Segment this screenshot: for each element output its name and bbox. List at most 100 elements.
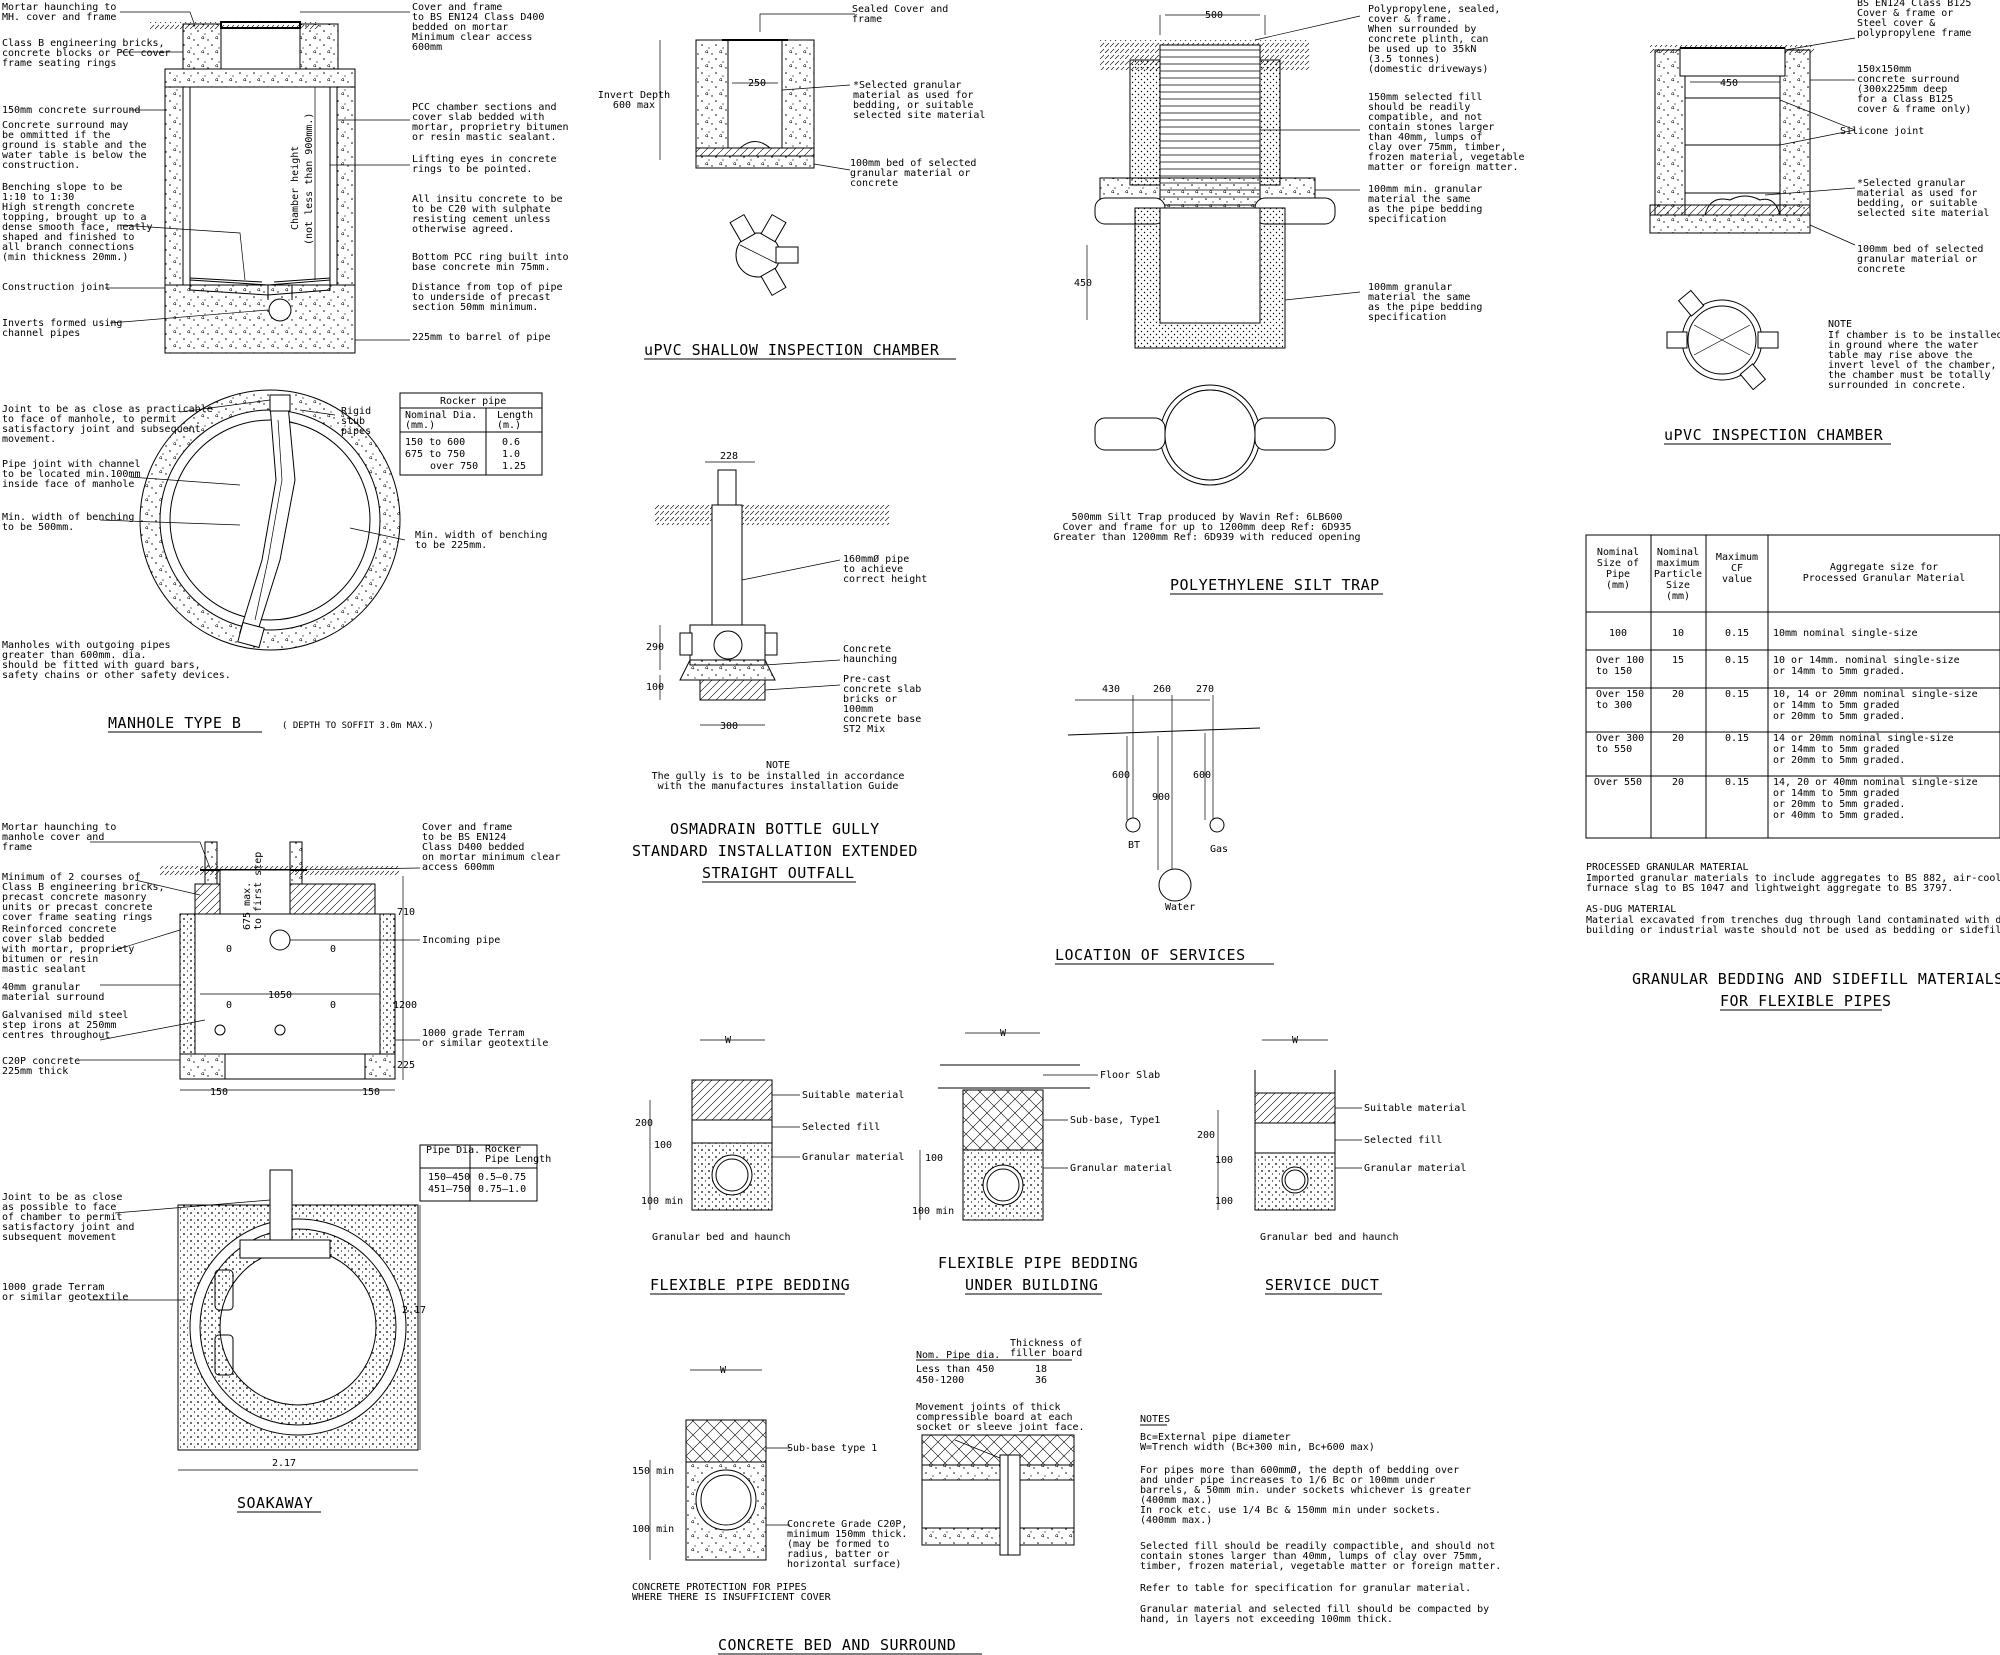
upvc-chamber-note-line: 100mm bed of selected — [1857, 244, 1983, 255]
filler-row-dia: 450-1200 — [916, 1375, 964, 1386]
title-silt-trap: POLYETHYLENE SILT TRAP — [1170, 576, 1380, 594]
chamber-left-note-line: Minimum of 2 courses of — [2, 872, 140, 883]
concbed-caption-line: WHERE THERE IS INSUFFICIENT COVER — [632, 1592, 832, 1603]
granular-cell-line: 14, 20 or 40mm nominal single-size — [1773, 777, 1978, 788]
granular-cell-line: 15 — [1672, 655, 1684, 666]
flexunder-label-line: Granular material — [1070, 1163, 1172, 1174]
silt-note-line: clay over 75mm, timber, — [1368, 142, 1506, 153]
granular-cell-line: to 550 — [1596, 744, 1632, 755]
concbed-caption-line: CONCRETE PROTECTION FOR PIPES — [632, 1582, 807, 1593]
rocker-row-dia-line: 675 to 750 — [405, 449, 465, 460]
upvc-chamber-note-line: for a Class B125 — [1857, 94, 1953, 105]
processed-body-line: Imported granular materials to include a… — [1586, 873, 2000, 884]
chamber-right-note-line: Class D400 bedded — [422, 842, 524, 853]
chamber-left-note-line: mastic sealant — [2, 964, 86, 975]
flex-dim-line: 100 — [654, 1140, 672, 1151]
manhole-left-note-line: (min thickness 20mm.) — [2, 252, 128, 263]
manhole-left-note-line: concrete blocks or PCC cover — [2, 48, 171, 59]
manhole-section: Chamber height (not less than 900mm.) — [105, 11, 410, 354]
services-dim-line: 260 — [1153, 684, 1171, 695]
granular-cell-line: 0.15 — [1725, 628, 1749, 639]
manhole-left-note-line: Class B engineering bricks, — [2, 38, 165, 49]
duct-dim: 200 — [1197, 1130, 1215, 1141]
chamber-right-note: Incoming pipe — [422, 935, 500, 946]
plan-note-line: to be 500mm. — [2, 522, 74, 533]
flexunder-label-line: Sub-base, Type1 — [1070, 1115, 1160, 1126]
title-manhole: MANHOLE TYPE B — [108, 714, 241, 732]
flexunder-label: Granular material — [1070, 1163, 1172, 1174]
asdug-body: Material excavated from trenches dug thr… — [1586, 915, 2000, 936]
rocker-header-length-line: Length — [497, 410, 533, 421]
gully-haunch-note-line: Concrete — [843, 644, 891, 655]
manhole-left-note-line: ground is stable and the — [2, 140, 147, 151]
duct-label: Granular material — [1364, 1163, 1466, 1174]
manhole-left-note-line: dense smooth face, neatly — [2, 222, 153, 233]
service-duct — [1217, 1039, 1362, 1211]
chamber-left-note-line: bitumen or resin — [2, 954, 98, 965]
chamber-left-note-line: with mortar, propriety — [2, 944, 134, 955]
rocker-row-dia-line: over 750 — [430, 461, 478, 472]
soakaway-note-line: 1000 grade Terram — [2, 1282, 104, 1293]
silt-refs-line: Greater than 1200mm Ref: 6D939 with redu… — [1053, 532, 1360, 543]
granular-cell: 0.15 — [1725, 777, 1749, 788]
concbed-w: W — [720, 1365, 727, 1376]
flexunder-label: Sub-base, Type1 — [1070, 1115, 1160, 1126]
soakaway-dim-h: 2.17 — [272, 1458, 296, 1469]
granular-cell: 15 — [1672, 655, 1684, 666]
chamber-dim: 710 — [397, 907, 415, 918]
filler-row-thk: 18 — [1035, 1364, 1047, 1375]
duct-dim: 100 — [1215, 1196, 1233, 1207]
granular-cell: 10mm nominal single-size — [1773, 628, 1918, 639]
filler-row-dia: Less than 450 — [916, 1364, 994, 1375]
title-granular-1: GRANULAR BEDDING AND SIDEFILL MATERIALS — [1632, 970, 2000, 988]
silt-note: Polypropylene, sealed,cover & frame.When… — [1368, 4, 1500, 75]
plan-note-line: greater than 600mm. dia. — [2, 650, 147, 661]
plan-note-line: Manholes with outgoing pipes — [2, 640, 171, 651]
manhole-right-note-line: base concrete min 75mm. — [412, 262, 550, 273]
filler-row-thk: 36 — [1035, 1375, 1047, 1386]
notes-para-line: contain stones larger than 40mm, lumps o… — [1140, 1551, 1483, 1562]
chamber-rocker-len: 0.75–1.0 — [478, 1184, 526, 1195]
chamber-left-note-line: Mortar haunching to — [2, 822, 116, 833]
chamber-dim: 225 — [397, 1060, 415, 1071]
granular-cell-line: to 300 — [1596, 700, 1632, 711]
filler-header-dia-line: Nom. Pipe dia. — [916, 1350, 1000, 1361]
upvc-chamber-note-line: polypropylene frame — [1857, 28, 1971, 39]
upvc-chamber-note-body-line: surrounded in concrete. — [1828, 380, 1966, 391]
plan-note-line: should be fitted with guard bars, — [2, 660, 201, 671]
upvc-chamber-note: Silicone joint — [1840, 126, 1924, 137]
notes-para-line: and under pipe increases to 1/6 Bc or 10… — [1140, 1475, 1435, 1486]
granular-cell-line: to 150 — [1596, 666, 1632, 677]
manhole-left-note: Construction joint — [2, 282, 110, 293]
manhole-left-note-line: Benching slope to be — [2, 182, 122, 193]
chamber-left-note-line: Reinforced concrete — [2, 924, 116, 935]
manhole-left-note-line: 1:10 to 1:30 — [2, 192, 74, 203]
notes-para-line: Refer to table for specification for gra… — [1140, 1583, 1471, 1594]
manhole-left-note-line: channel pipes — [2, 328, 80, 339]
rigid-stub-label-line: Rigid — [341, 406, 371, 417]
notes-para: Selected fill should be readily compacti… — [1140, 1541, 1501, 1572]
manhole-right-note-line: mortar, proprietry bitumen — [412, 122, 569, 133]
gully-slab-note-line: ST2 Mix — [843, 724, 885, 735]
gully-pipe-note-line: correct height — [843, 574, 927, 585]
notes-para-line: timber, frozen material, vegetable matte… — [1140, 1561, 1501, 1572]
chamber-rocker-len: 0.5–0.75 — [478, 1172, 526, 1183]
services-label: BT — [1128, 840, 1140, 851]
granular-cell-line: or 20mm to 5mm graded. — [1773, 711, 1905, 722]
